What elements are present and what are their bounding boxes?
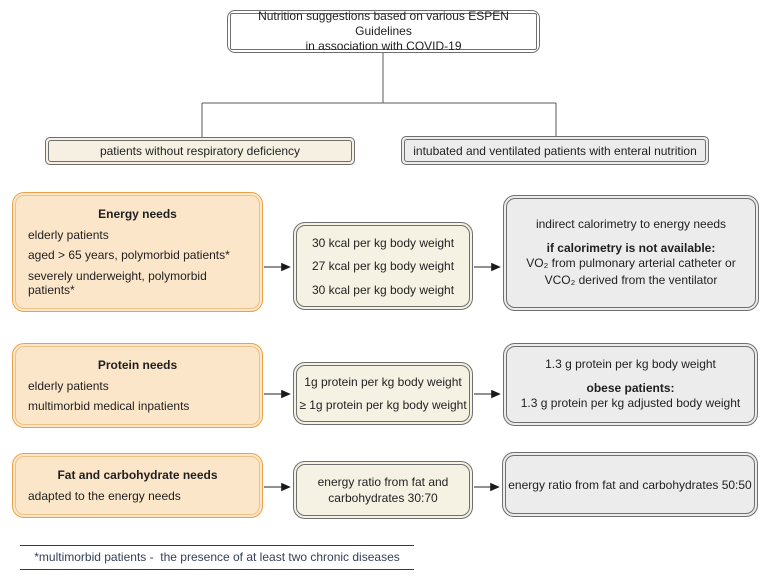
tree-connector bbox=[201, 53, 557, 137]
protein-standard-line: ≥ 1g protein per kg body weight bbox=[299, 398, 467, 412]
energy-standard-line: 30 kcal per kg body weight bbox=[311, 235, 455, 250]
branch-non-respiratory-label: patients without respiratory deficiency bbox=[48, 140, 352, 162]
fatcarb-needs-box: Fat and carbohydrate needs adapted to th… bbox=[12, 453, 263, 518]
footnote: *multimorbid patients - the presence of … bbox=[20, 545, 414, 570]
energy-needs-item: elderly patients bbox=[28, 227, 109, 242]
protein-ventilated-condition: obese patients: bbox=[586, 381, 675, 395]
energy-standard-line: 27 kcal per kg body weight bbox=[311, 259, 455, 273]
energy-ventilated-line: VCO₂ derived from the ventilator bbox=[544, 273, 718, 287]
energy-needs-box: Energy needs elderly patients aged > 65 … bbox=[12, 192, 263, 312]
protein-needs-item: multimorbid medical inpatients bbox=[28, 399, 190, 414]
energy-standard-box: 30 kcal per kg body weight 27 kcal per k… bbox=[293, 222, 473, 310]
branch-intubated-label: intubated and ventilated patients with e… bbox=[404, 139, 706, 162]
protein-standard-line: 1g protein per kg body weight bbox=[304, 375, 462, 389]
energy-needs-title: Energy needs bbox=[98, 206, 177, 221]
protein-needs-item: elderly patients bbox=[28, 378, 109, 393]
branch-non-respiratory: patients without respiratory deficiency bbox=[45, 137, 355, 165]
energy-ventilated-condition: if calorimetry is not available: bbox=[546, 241, 716, 255]
protein-ventilated-line: 1.3 g protein per kg adjusted body weigh… bbox=[520, 396, 741, 410]
fatcarb-standard-box: energy ratio from fat and carbohydrates … bbox=[293, 461, 473, 519]
energy-standard-line: 30 kcal per kg body weight bbox=[311, 282, 455, 297]
title-box: Nutrition suggestions based on various E… bbox=[227, 9, 540, 53]
protein-standard-box: 1g protein per kg body weight ≥ 1g prote… bbox=[293, 362, 473, 425]
energy-ventilated-line: VO₂ from pulmonary arterial catheter or bbox=[526, 256, 736, 270]
fatcarb-needs-title: Fat and carbohydrate needs bbox=[57, 468, 218, 482]
title-line-1: Nutrition suggestions based on various E… bbox=[258, 9, 509, 38]
protein-ventilated-box: 1.3 g protein per kg body weight obese p… bbox=[503, 343, 758, 426]
fatcarb-standard-line: carbohydrates 30:70 bbox=[328, 491, 438, 505]
title-line-2: in association with COVID-19 bbox=[305, 39, 462, 53]
fatcarb-ventilated-box: energy ratio from fat and carbohydrates … bbox=[502, 452, 758, 517]
branch-intubated: intubated and ventilated patients with e… bbox=[401, 136, 709, 165]
fatcarb-standard-line: energy ratio from fat and bbox=[317, 475, 449, 489]
protein-ventilated-intro: 1.3 g protein per kg body weight bbox=[545, 357, 716, 371]
energy-ventilated-box: indirect calorimetry to energy needs if … bbox=[503, 195, 759, 311]
energy-needs-item: severely underweight, polymorbid patient… bbox=[28, 269, 207, 298]
protein-needs-title: Protein needs bbox=[97, 357, 178, 372]
protein-needs-box: Protein needs elderly patients multimorb… bbox=[12, 343, 263, 428]
energy-ventilated-intro: indirect calorimetry to energy needs bbox=[535, 217, 727, 231]
fatcarb-ventilated-intro: energy ratio from fat and carbohydrates … bbox=[508, 477, 752, 492]
fatcarb-needs-item: adapted to the energy needs bbox=[28, 489, 181, 503]
energy-needs-item: aged > 65 years, polymorbid patients* bbox=[28, 248, 230, 263]
